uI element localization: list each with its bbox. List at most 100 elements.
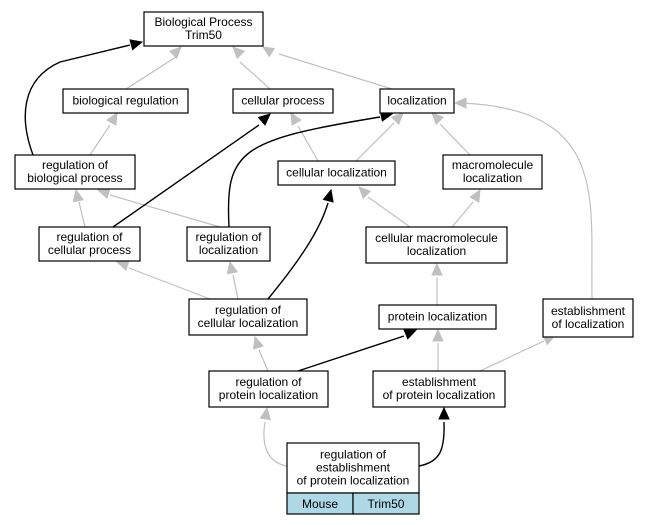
edge-macromolecule-to-localization <box>431 112 471 156</box>
node-box <box>186 226 271 262</box>
gene-cell-bg <box>352 492 420 515</box>
edge-line <box>367 196 411 228</box>
edge-line <box>232 274 239 300</box>
edge-line <box>263 421 288 467</box>
edge-line <box>418 421 445 467</box>
node-label: cellular process <box>241 94 324 108</box>
arrow-head <box>232 46 246 60</box>
node-label: establishment <box>316 461 391 475</box>
node-box <box>372 370 506 408</box>
arrow-head <box>432 328 444 342</box>
edge-regcell-to-regbio <box>72 188 86 228</box>
node-box <box>62 88 189 114</box>
node-box <box>143 11 264 47</box>
node-biological-regulation[interactable]: biological regulation <box>62 88 189 114</box>
node-label: establishment <box>402 375 477 389</box>
edge-line <box>78 201 86 228</box>
edge-regprotloc-to-regcellloc <box>252 335 269 372</box>
node-label: regulation of <box>195 230 262 244</box>
arrow-head <box>403 329 418 340</box>
node-box <box>365 226 508 264</box>
node-label: regulation of <box>215 303 282 317</box>
arrow-head <box>390 112 404 126</box>
node-box <box>14 154 136 190</box>
arrow-head <box>259 406 271 421</box>
node-label: cellular localization <box>286 166 387 180</box>
node-box <box>232 88 334 114</box>
edge-line <box>355 122 395 162</box>
gene-label: Trim50 <box>368 497 405 511</box>
node-label: regulation of <box>235 375 302 389</box>
node-label: cellular process <box>48 243 131 257</box>
edge-line <box>451 201 474 228</box>
node-protein-localization[interactable]: protein localization <box>378 304 497 330</box>
arrow-head <box>431 262 443 276</box>
node-label: biological regulation <box>72 94 178 108</box>
node-label: of protein localization <box>383 388 496 402</box>
arrow-head <box>322 188 334 203</box>
node-label: cellular macromolecule <box>375 231 498 245</box>
edge-line <box>112 124 260 228</box>
node-label: protein localization <box>219 388 318 402</box>
arrow-head <box>106 111 118 126</box>
node-cellular-localization[interactable]: cellular localization <box>277 160 396 186</box>
edge-line <box>267 202 329 300</box>
edge-line <box>109 194 221 228</box>
arrow-head <box>96 187 111 199</box>
node-label: regulation of <box>56 230 123 244</box>
edge-estprot-to-establishment <box>479 334 557 372</box>
edge-cellmacro-to-cellular-localization <box>358 186 411 228</box>
edge-line <box>297 335 405 372</box>
edge-line <box>128 267 211 300</box>
arrow-head <box>168 46 182 60</box>
arrow-head <box>438 406 450 420</box>
edge-cellmacro-to-macromolecule <box>451 188 481 228</box>
node-box <box>442 154 543 190</box>
edge-establishment-to-localization <box>453 97 593 300</box>
edge-bottom-to-regprotloc <box>259 406 288 467</box>
node-label: macromolecule <box>452 158 534 172</box>
arrow-head <box>115 259 130 271</box>
node-label: regulation of <box>42 158 109 172</box>
edge-regcell-to-cellular-process <box>112 113 271 228</box>
arrow-head <box>72 188 84 203</box>
edge-regcellloc-to-regloc <box>226 260 239 300</box>
edge-line <box>461 102 593 300</box>
edge-biological-regulation-to-root <box>125 46 182 90</box>
node-label: Biological Process <box>154 15 252 29</box>
node-box <box>208 370 329 408</box>
species-label: Mouse <box>302 497 338 511</box>
node-cellular-process[interactable]: cellular process <box>232 88 334 114</box>
edge-regbio-to-biological-regulation <box>89 111 118 156</box>
node-box <box>38 226 141 262</box>
edge-line <box>278 53 393 90</box>
node-localization[interactable]: localization <box>379 88 455 114</box>
gene-cell[interactable]: Trim50 <box>352 492 420 515</box>
node-label: regulation of <box>320 448 387 462</box>
node-label: protein localization <box>388 310 487 324</box>
node-box <box>277 160 396 186</box>
node-box <box>378 304 497 330</box>
edge-line <box>258 349 269 372</box>
arrow-head <box>226 260 238 275</box>
node-label: localization <box>463 171 522 185</box>
node-label: establishment <box>551 304 626 318</box>
arrow-head <box>290 111 302 126</box>
edge-line <box>479 340 545 372</box>
edge-regbio-to-root <box>24 39 144 156</box>
species-cell[interactable]: Mouse <box>286 492 354 515</box>
